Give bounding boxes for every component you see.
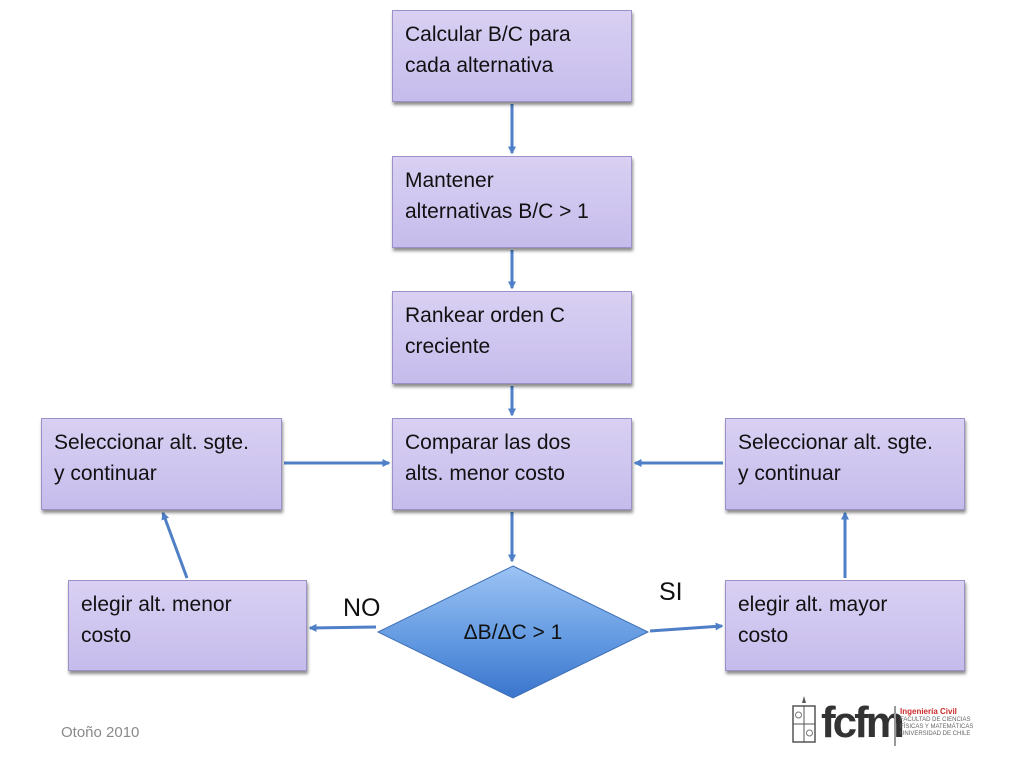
calc-bc-box: Calcular B/C para cada alternativa <box>392 10 632 102</box>
choose-lower-cost-line-1: elegir alt. menor <box>81 593 232 616</box>
footer-term: Otoño 2010 <box>61 724 140 741</box>
calc-bc-line-2: cada alternativa <box>405 54 554 77</box>
compare-line-2: alts. menor costo <box>405 462 565 485</box>
university-seal-icon <box>792 696 816 743</box>
rank-cost-line-1: Rankear orden C <box>405 304 565 327</box>
no-branch-label: NO <box>343 594 381 622</box>
decision-label: ΔB/ΔC > 1 <box>463 621 563 644</box>
yes-branch-label: SI <box>659 578 683 606</box>
arrow-decision-to-low <box>308 623 377 632</box>
logo-title: Ingeniería Civil <box>900 707 957 716</box>
arrow-decision-to-high <box>649 622 724 633</box>
choose-higher-cost-line-1: elegir alt. mayor <box>738 593 888 616</box>
select-next-left-box: Seleccionar alt. sgte. y continuar <box>41 418 282 510</box>
calc-bc-line-1: Calcular B/C para <box>405 23 571 46</box>
select-next-left-line-1: Seleccionar alt. sgte. <box>54 431 249 454</box>
keep-alternatives-line-2: alternativas B/C > 1 <box>405 200 589 223</box>
select-next-right-line-2: y continuar <box>738 462 841 485</box>
arrow-low-to-select-left <box>161 511 189 579</box>
compare-line-1: Comparar las dos <box>405 431 571 454</box>
choose-higher-cost-line-2: costo <box>738 624 789 647</box>
select-next-right-box: Seleccionar alt. sgte. y continuar <box>725 418 965 510</box>
keep-alternatives-line-1: Mantener <box>405 169 494 192</box>
keep-alternatives-box: Mantener alternativas B/C > 1 <box>392 156 632 248</box>
decision-diamond-shape <box>376 565 650 699</box>
select-next-right-line-1: Seleccionar alt. sgte. <box>738 431 933 454</box>
logo-divider <box>894 706 896 746</box>
rank-cost-box: Rankear orden C creciente <box>392 291 632 384</box>
logo-subtitle: FACULTAD DE CIENCIAS FÍSICAS Y MATEMÁTIC… <box>900 717 974 737</box>
fcfm-logo: fcfm Ingeniería Civil FACULTAD DE CIENCI… <box>790 692 980 754</box>
fcfm-wordmark: fcfm <box>821 698 905 747</box>
choose-lower-cost-line-2: costo <box>81 624 132 647</box>
choose-higher-cost-box: elegir alt. mayor costo <box>725 580 965 671</box>
decision-diamond: ΔB/ΔC > 1 <box>376 564 650 700</box>
choose-lower-cost-box: elegir alt. menor costo <box>68 580 307 671</box>
rank-cost-line-2: creciente <box>405 335 491 358</box>
select-next-left-line-2: y continuar <box>54 462 157 485</box>
compare-box: Comparar las dos alts. menor costo <box>392 418 632 510</box>
